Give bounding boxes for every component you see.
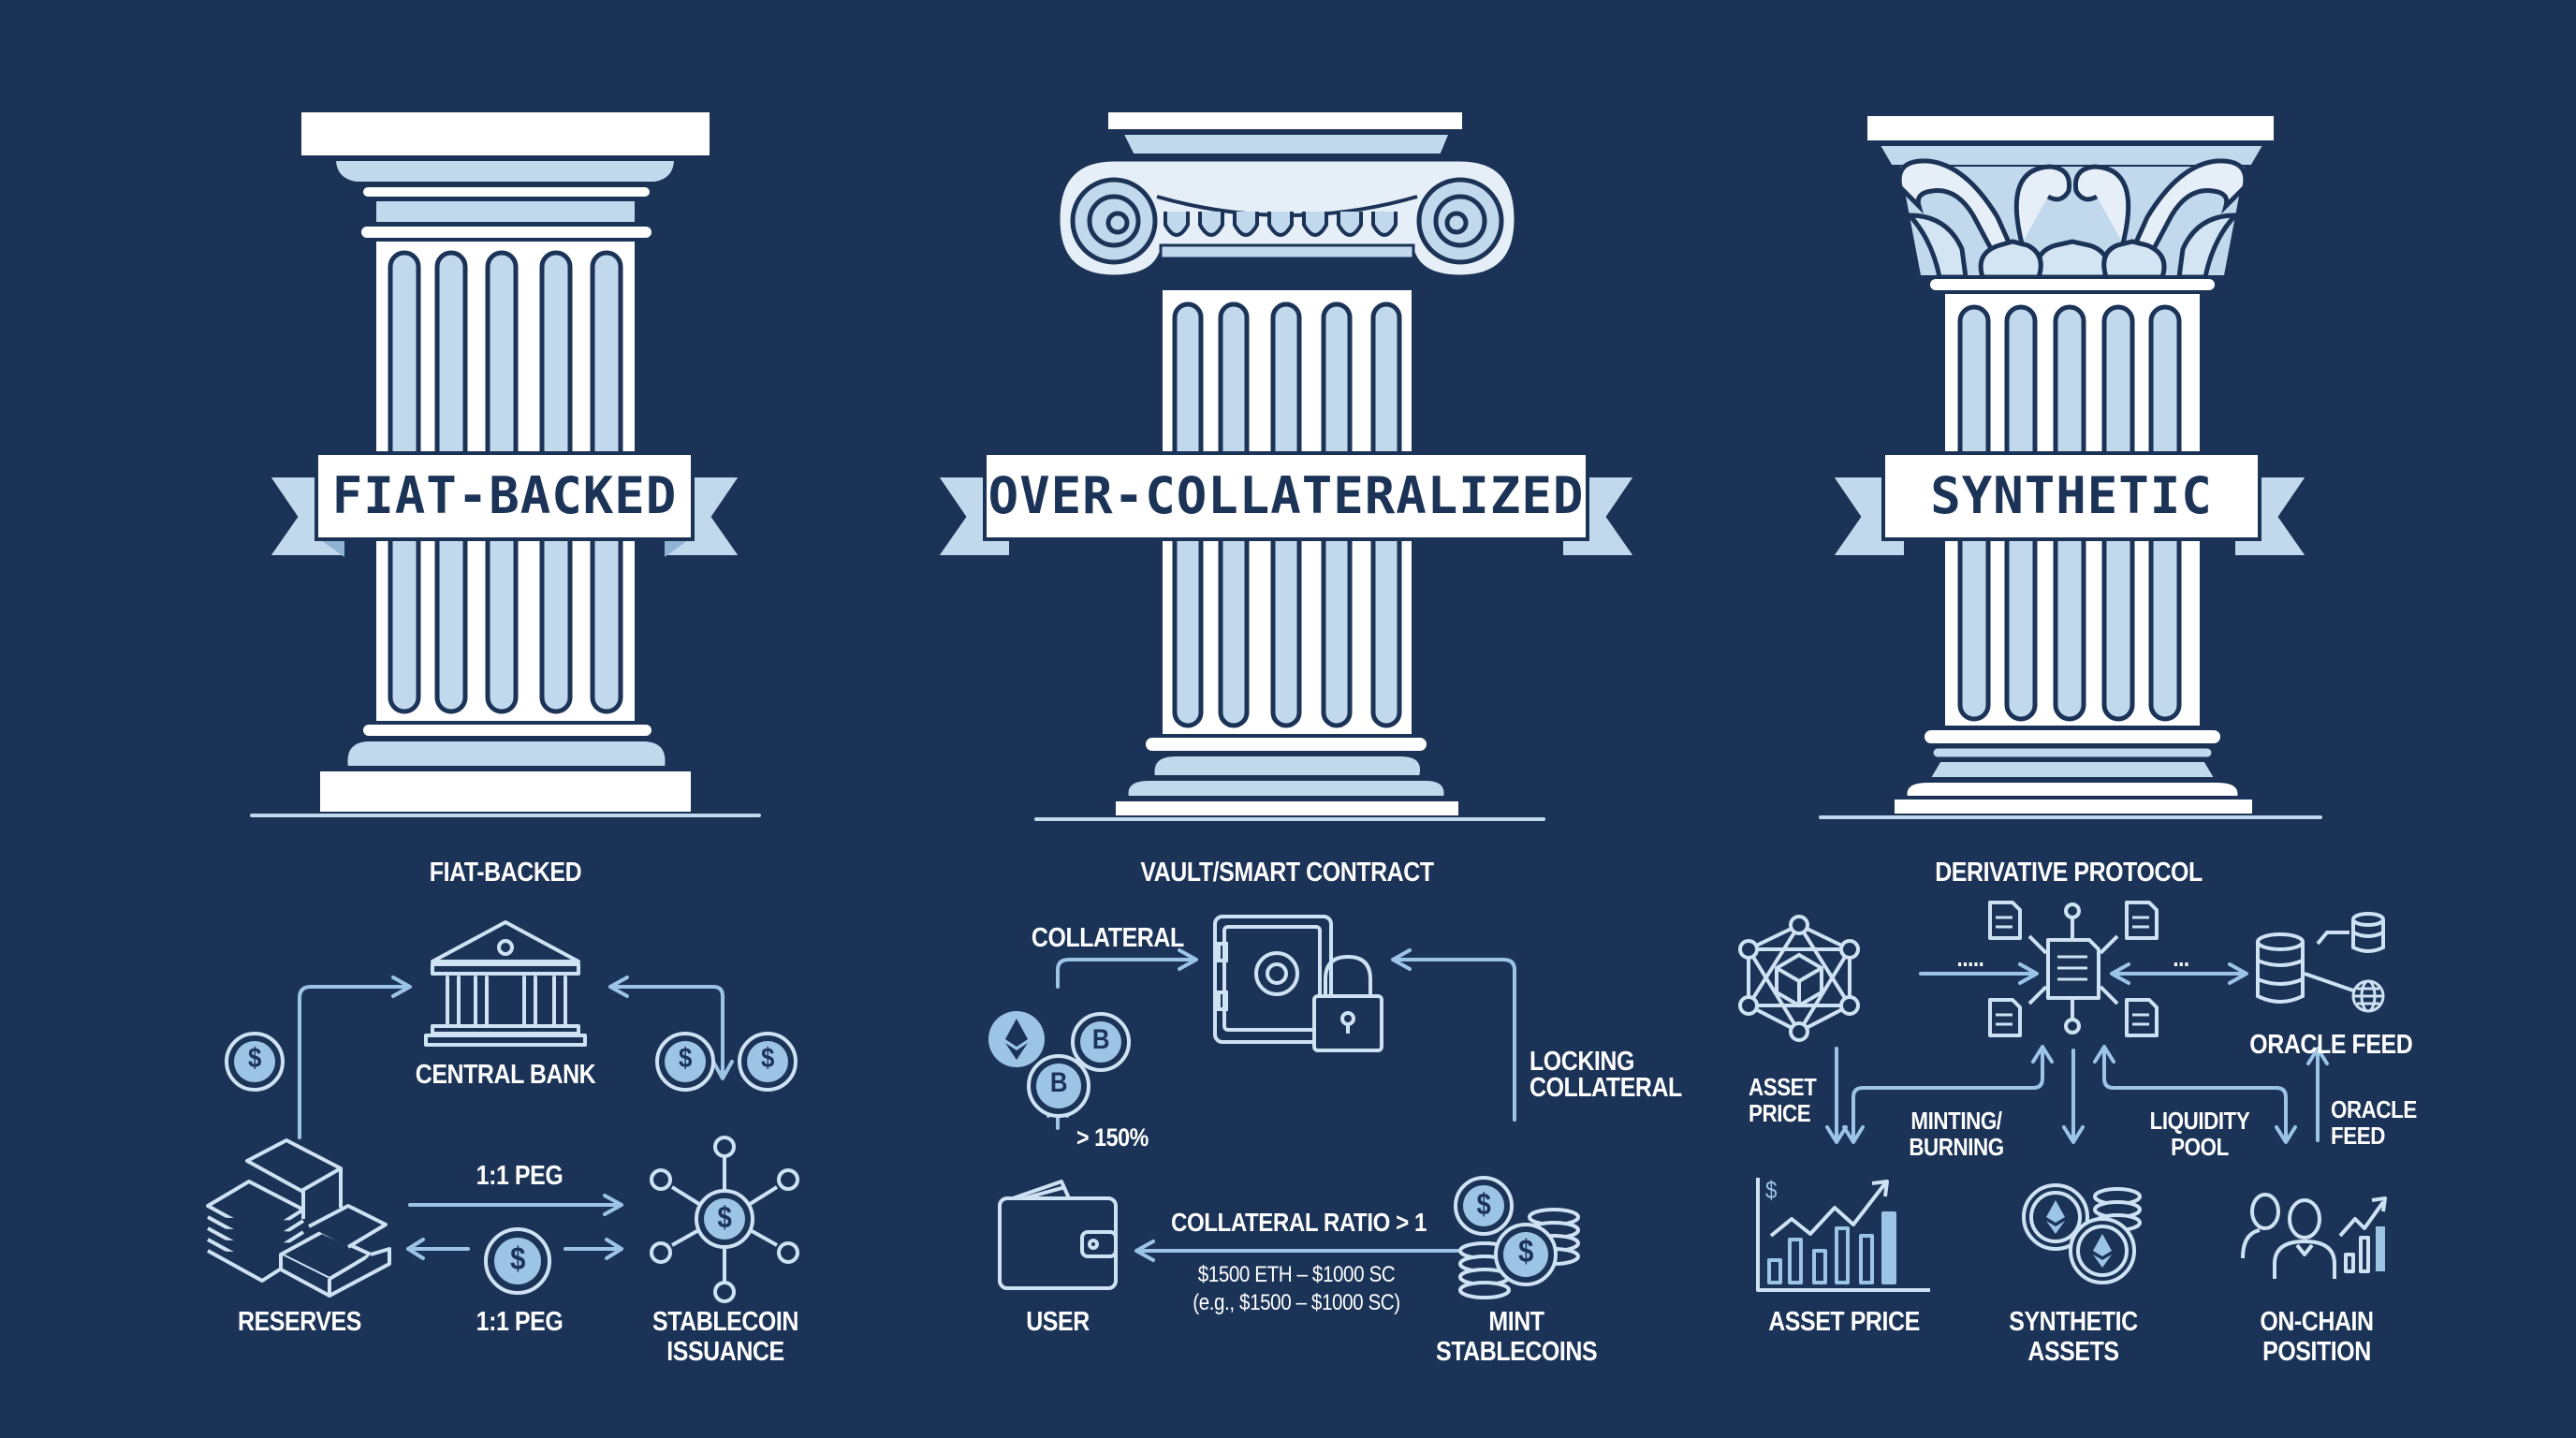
gold-bars-icon <box>279 1204 391 1298</box>
onchain-label-1: ON-CHAIN <box>2260 1307 2374 1337</box>
vault-icon <box>1213 915 1333 1044</box>
price-chart-icon <box>1756 1178 1930 1292</box>
blockchain-network-icon <box>1738 915 1860 1042</box>
dollar-sign: $ <box>510 1241 525 1277</box>
synthetic-assets-2: ASSETS <box>2027 1337 2119 1367</box>
reserves-label: RESERVES <box>238 1307 361 1337</box>
synthetic-assets-1: SYNTHETIC <box>2009 1307 2138 1337</box>
dollar-sign: $ <box>679 1043 692 1074</box>
padlock-icon <box>1312 954 1383 1052</box>
locking-label-2: COLLATERAL <box>1530 1073 1682 1103</box>
peg-bottom-label: 1:1 PEG <box>476 1307 564 1337</box>
bitcoin-coin-icon <box>1027 1054 1090 1118</box>
dollar-coin-icon <box>484 1227 551 1295</box>
dollar-sign: $ <box>761 1043 774 1074</box>
users-growth-icon <box>2241 1193 2387 1279</box>
synthetic-coins-icon <box>2022 1183 2142 1284</box>
issuance-label-1: STABLECOIN <box>652 1307 798 1337</box>
banner-fiat-backed: FIAT-BACKED <box>331 466 678 525</box>
wallet-icon <box>998 1180 1118 1290</box>
oracle-side-1: ORACLE <box>2331 1095 2417 1123</box>
dollar-sign: $ <box>1476 1187 1491 1221</box>
dollar-coin-icon <box>738 1032 798 1092</box>
dots-left: ..... <box>1956 944 1984 972</box>
ratio-example-1: $1500 ETH – $1000 SC <box>1197 1262 1396 1287</box>
pillar-collateral <box>932 109 1640 823</box>
oracle-side-2: FEED <box>2331 1122 2385 1150</box>
pillars-illustration <box>248 109 2324 823</box>
bitcoin-symbol: B <box>1091 1024 1110 1055</box>
liquidity-label-2: POOL <box>2171 1133 2229 1161</box>
ratio-example-2: (e.g., $1500 – $1000 SC) <box>1193 1290 1400 1315</box>
dollar-sign: $ <box>1518 1234 1533 1269</box>
asset-price-side-1: ASSET <box>1749 1073 1817 1101</box>
collateral-label: COLLATERAL <box>1031 923 1184 953</box>
issuance-label-2: ISSUANCE <box>666 1337 784 1367</box>
dollar-coin-icon <box>655 1032 715 1092</box>
banner-over-collateralized: OVER-COLLATERALIZED <box>988 466 1585 525</box>
user-label: USER <box>1026 1307 1090 1337</box>
mint-label-1: MINT <box>1488 1307 1544 1337</box>
dollar-sign: $ <box>717 1200 732 1234</box>
chart-dollar: $ <box>1764 1176 1778 1204</box>
dollar-coin-icon <box>225 1032 285 1092</box>
vault-title: VAULT/SMART CONTRACT <box>1140 858 1434 888</box>
collateral-ratio-label: COLLATERAL RATIO > 1 <box>1171 1208 1427 1237</box>
stablecoin-network-icon <box>650 1136 799 1303</box>
database-icon <box>2256 912 2385 1004</box>
minting-label-1: MINTING/ <box>1910 1107 2002 1135</box>
central-bank-label: CENTRAL BANK <box>415 1060 596 1090</box>
asset-price-label: ASSET PRICE <box>1768 1307 1920 1337</box>
bank-icon <box>424 920 587 1047</box>
smart-contract-icon <box>1988 901 2159 1037</box>
oracle-feed-label: ORACLE FEED <box>2249 1030 2413 1060</box>
derivative-title: DERIVATIVE PROTOCOL <box>1935 858 2203 888</box>
pillar-fiat <box>248 109 763 819</box>
dots-right: ... <box>2173 944 2189 972</box>
minting-label-2: BURNING <box>1909 1133 2004 1161</box>
globe-icon <box>2351 979 2385 1013</box>
mint-label-2: STABLECOINS <box>1436 1337 1598 1367</box>
ratio-percent: > 150% <box>1076 1123 1149 1152</box>
banner-synthetic: SYNTHETIC <box>1930 466 2213 525</box>
peg-top-label: 1:1 PEG <box>476 1161 564 1191</box>
ethereum-coin-icon <box>988 1011 1045 1067</box>
onchain-label-2: POSITION <box>2262 1337 2371 1367</box>
liquidity-label-1: LIQUIDITY <box>2149 1107 2250 1135</box>
dollar-sign: $ <box>248 1043 261 1074</box>
locking-label-1: LOCKING <box>1530 1047 1634 1077</box>
coin-stack-icon <box>1454 1176 1580 1299</box>
asset-price-side-2: PRICE <box>1749 1099 1811 1127</box>
pillar-synthetic <box>1817 112 2324 821</box>
bitcoin-symbol: B <box>1049 1067 1068 1098</box>
fiat-title: FIAT-BACKED <box>429 858 582 888</box>
bitcoin-coin-icon <box>1071 1012 1131 1072</box>
